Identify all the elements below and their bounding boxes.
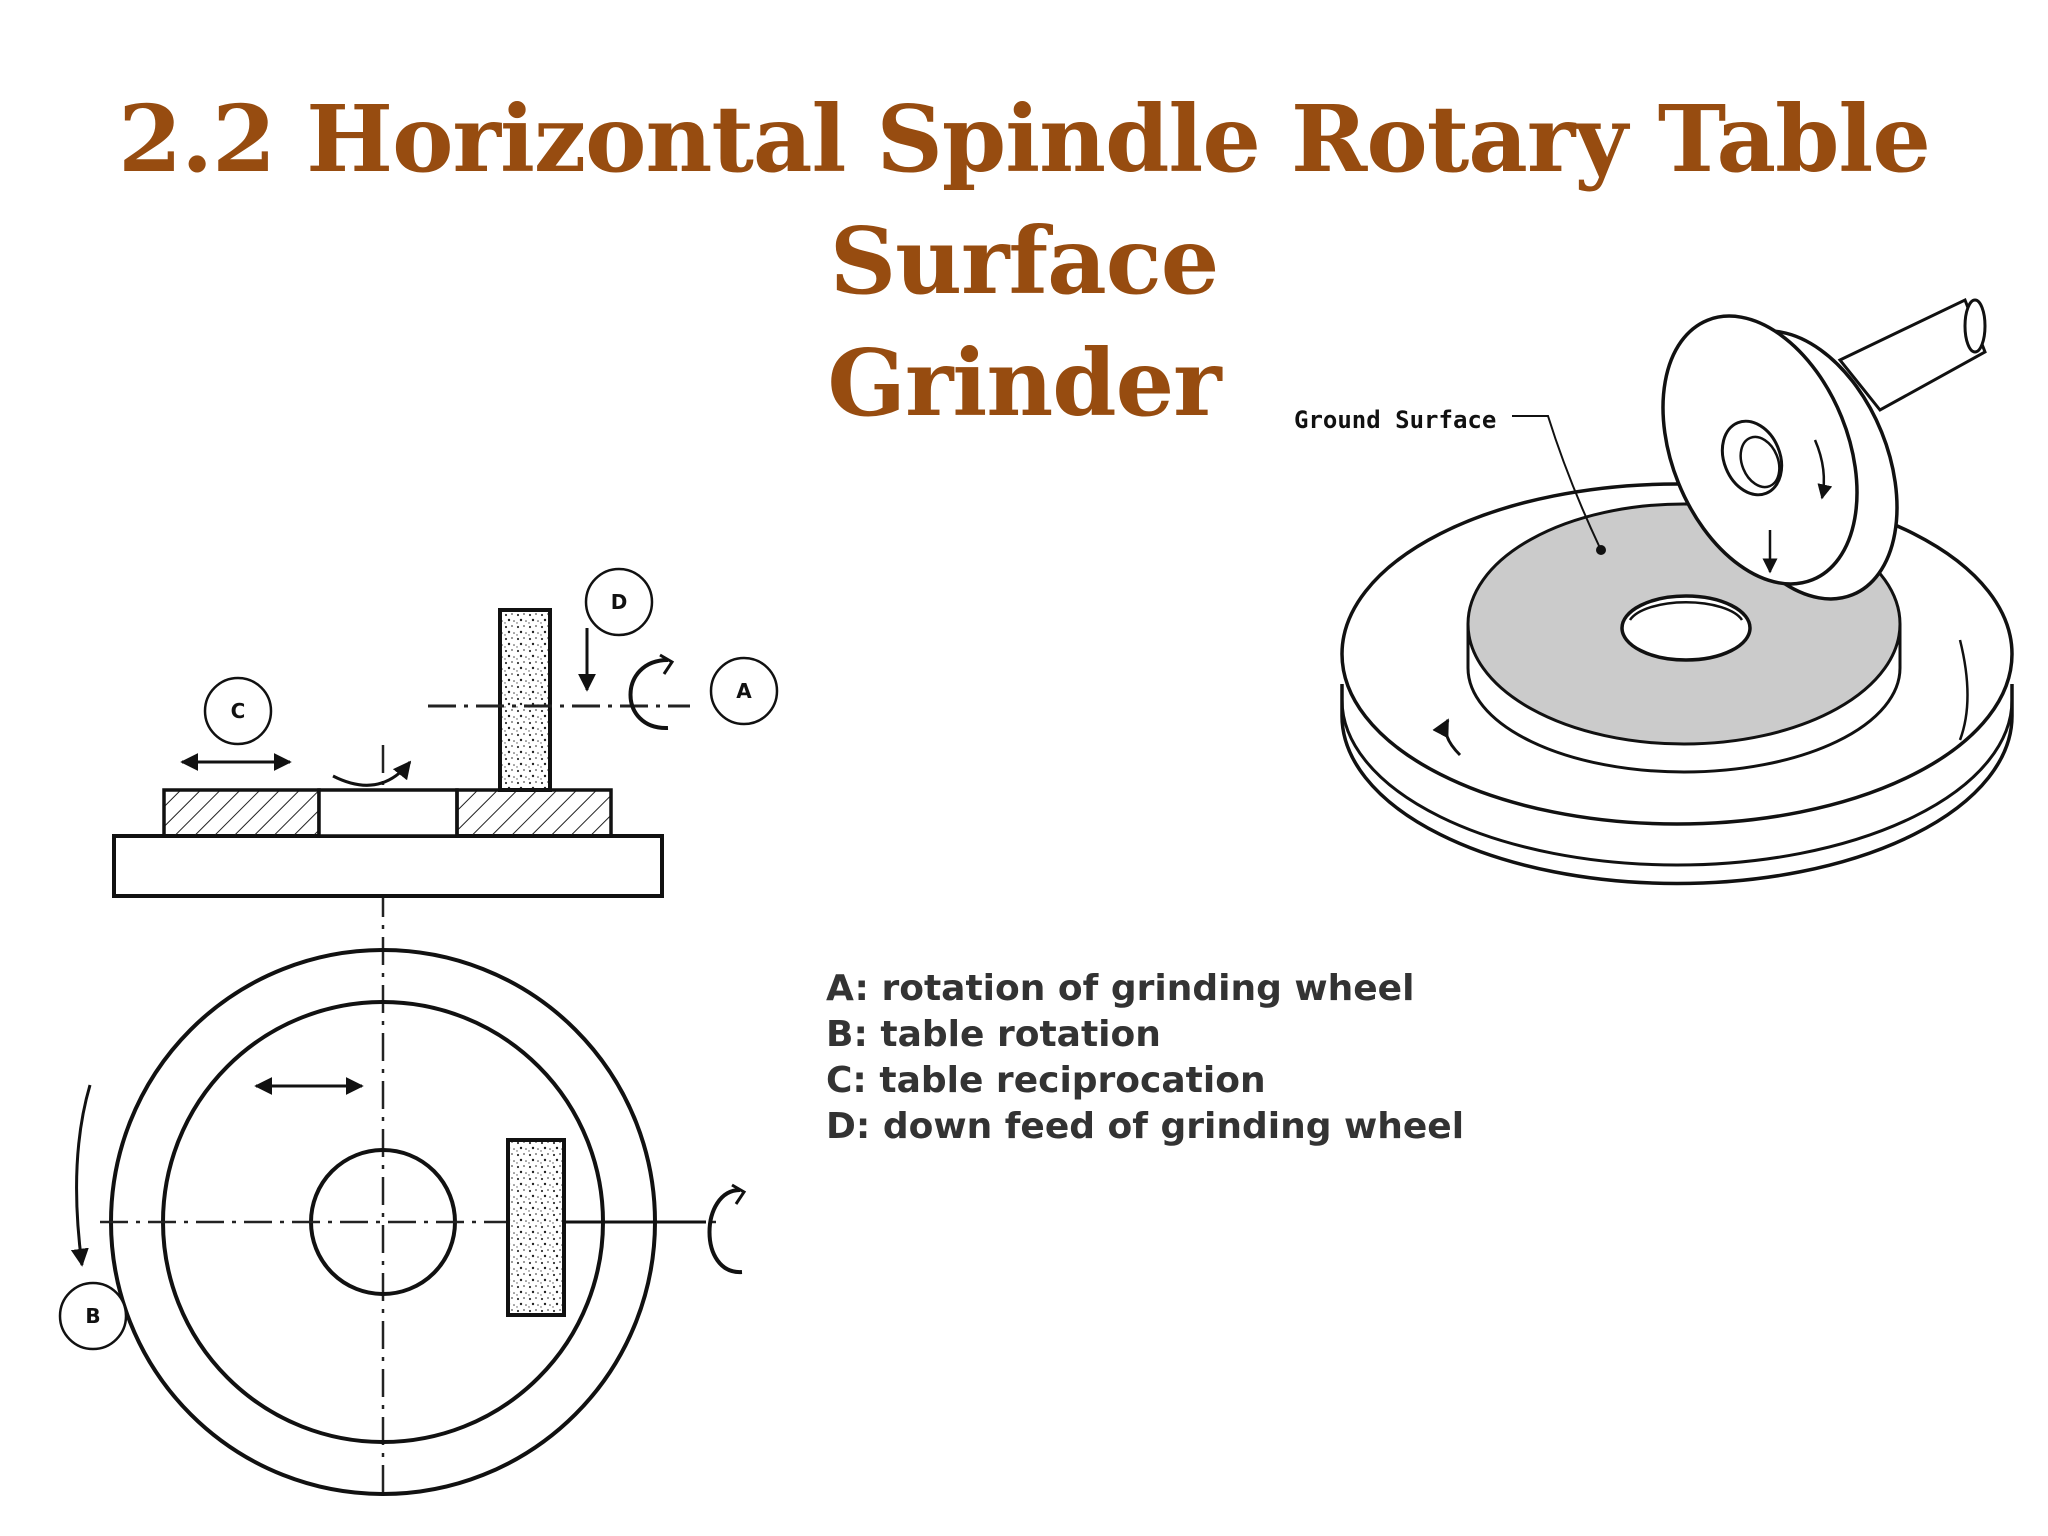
callout-c: C	[203, 676, 273, 746]
table-base	[112, 834, 664, 898]
callout-d: D	[584, 567, 654, 637]
grinding-wheel-side	[498, 608, 552, 792]
top-table-rotation-arrow	[70, 1084, 92, 1267]
legend-item-d: D: down feed of grinding wheel	[826, 1104, 1464, 1150]
slide-title-line-1: 2.2 Horizontal Spindle Rotary Table Surf…	[118, 85, 1931, 315]
callout-c-label: C	[231, 699, 246, 723]
callout-a-label: A	[736, 679, 752, 703]
workpiece-gap	[317, 788, 459, 838]
callout-b-label: B	[85, 1304, 100, 1328]
workpiece-right	[455, 788, 613, 838]
top-view: B	[58, 948, 747, 1496]
legend-key: B:	[826, 1014, 868, 1055]
slide-title-line-2: Grinder	[827, 329, 1221, 437]
legend-item-c: C: table reciprocation	[826, 1058, 1464, 1104]
workpiece-left	[162, 788, 321, 838]
wheel-rotation-symbol	[628, 658, 669, 731]
legend-text: rotation of grinding wheel	[881, 968, 1415, 1009]
top-wheel-rotation-symbol	[707, 1188, 743, 1275]
side-view: C D A	[112, 567, 779, 1500]
iso-wheel-rotation-arrow	[1813, 439, 1833, 500]
legend-key: D:	[826, 1106, 871, 1147]
callout-a: A	[709, 656, 779, 726]
iso-table-rotation-arrow	[1432, 718, 1462, 757]
table-center-hole	[309, 1148, 457, 1296]
legend-key: C:	[826, 1060, 867, 1101]
callout-b: B	[58, 1281, 128, 1351]
legend-text: table reciprocation	[879, 1060, 1266, 1101]
workpiece-center-hole	[1620, 594, 1752, 662]
grinding-wheel-top	[506, 1138, 566, 1317]
isometric-view: Ground Surface	[1294, 297, 2014, 886]
slide-title: 2.2 Horizontal Spindle Rotary Table Surf…	[0, 78, 2048, 444]
legend-item-b: B: table rotation	[826, 1012, 1464, 1058]
legend-item-a: A: rotation of grinding wheel	[826, 966, 1464, 1012]
motion-legend: A: rotation of grinding wheel B: table r…	[826, 966, 1464, 1150]
table-rotation-arrow	[332, 760, 412, 787]
legend-key: A:	[826, 968, 869, 1009]
callout-d-label: D	[611, 590, 628, 614]
spindle-shaft	[1837, 297, 1987, 412]
ground-surface-label: Ground Surface	[1294, 406, 1496, 434]
legend-text: down feed of grinding wheel	[882, 1106, 1465, 1147]
ground-surface-leader	[1512, 415, 1601, 549]
legend-text: table rotation	[880, 1014, 1161, 1055]
